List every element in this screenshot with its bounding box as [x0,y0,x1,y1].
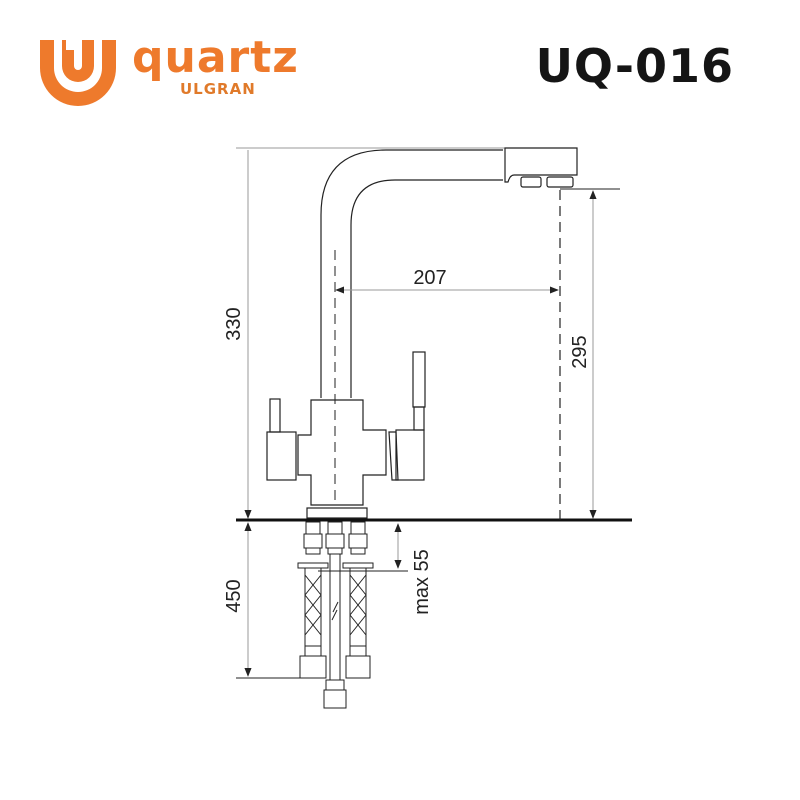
logo-u-icon [40,40,116,106]
model-number: UQ-016 [535,39,734,93]
brand-name: quartz [132,32,299,83]
brand-subtitle: ULGRAN [180,80,256,98]
dim-total-height: 330 [223,307,245,340]
supply-hoses [297,521,374,709]
dim-hose-length: 450 [223,579,245,612]
dim-max-countertop: max 55 [411,549,433,615]
dim-spout-reach: 207 [413,267,446,289]
dim-spout-clearance: 295 [569,335,591,368]
faucet-spout [266,147,578,519]
